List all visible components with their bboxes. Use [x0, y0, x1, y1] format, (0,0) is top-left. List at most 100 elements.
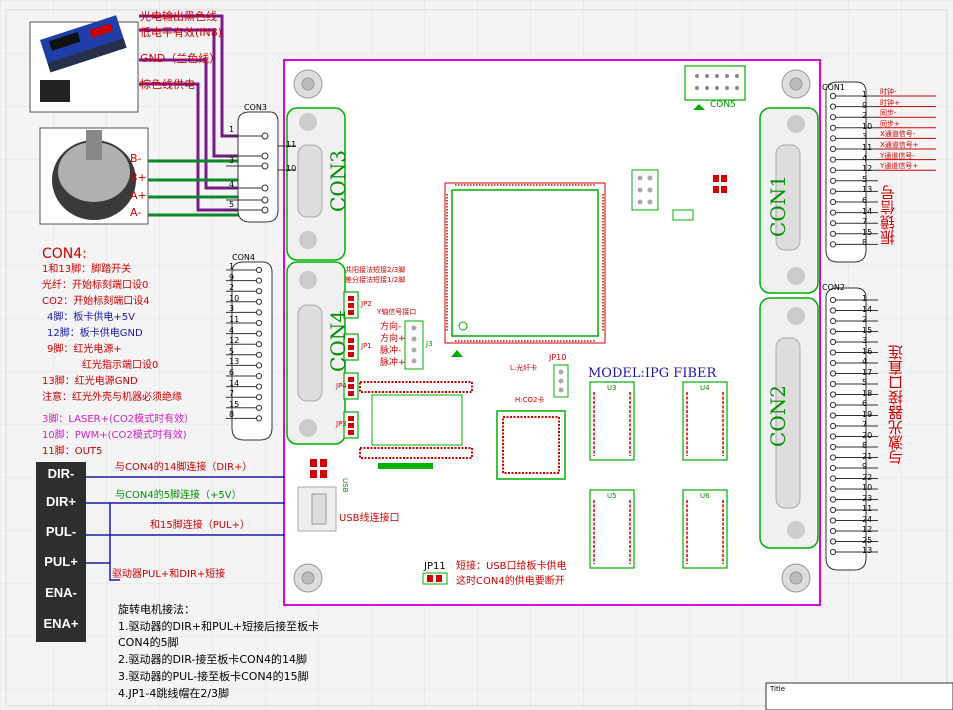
- con3-pin-11: 11: [286, 140, 297, 149]
- driver-note-dir-minus: 与CON4的14脚连接（DIR+）: [115, 462, 253, 473]
- con1-pin: 14: [862, 206, 873, 216]
- jp1-label: JP1: [361, 342, 372, 350]
- con1-pin: 11: [862, 143, 873, 152]
- con4-pin: 2: [229, 283, 235, 293]
- con1-pin: 5: [862, 174, 868, 184]
- con4-pin: 11: [229, 315, 240, 324]
- con1-pin: 3: [862, 132, 868, 142]
- con3-symbol-tag: CON3: [244, 103, 267, 112]
- motor-note-line: 4.JP1-4跳线帽在2/3脚: [118, 687, 230, 700]
- fiber-card-note: L:光纤卡: [510, 364, 538, 372]
- con1-pin: 8: [862, 238, 868, 248]
- con4-desc-title: CON4:: [42, 246, 87, 262]
- con2-pin: 9: [862, 462, 868, 471]
- con1-pin: 12: [862, 164, 873, 174]
- con1-pin: 1: [862, 90, 868, 99]
- con4-pin: 15: [229, 399, 240, 409]
- con4-desc-line: CO2：开始标刻端口设4: [42, 296, 150, 307]
- motor-note-line: 2.驱动器的DIR-接至板卡CON4的14脚: [118, 653, 307, 666]
- con1-signal-label: X通道信号-: [880, 130, 916, 139]
- con4-pin: 7: [229, 389, 235, 399]
- con3-pin-3: 3: [229, 156, 235, 165]
- encoder-wire-a-plus: A+: [130, 189, 147, 202]
- con1-signal-label: X通道信号+: [880, 141, 919, 149]
- encoder-wire-b-minus: B-: [130, 152, 142, 165]
- sensor-black-wire-note: 光电输出黑色线: [140, 10, 217, 23]
- jp2-label: JP2: [361, 300, 372, 308]
- encoder-wire-b-plus: B+: [130, 171, 147, 184]
- jp4-label: JP4: [336, 382, 347, 390]
- con2-pin: 10: [862, 483, 873, 492]
- driver-note-pul: 和15脚连接（PUL+）: [150, 520, 251, 531]
- con1-side-label: 振镜信号: [879, 185, 897, 245]
- con1-symbol-tag: CON1: [822, 83, 845, 92]
- con2-pin: 13: [862, 546, 873, 555]
- jp11-note-line1: 短接：USB口给板卡供电: [456, 561, 567, 572]
- ic-label-u6: U6: [700, 492, 710, 500]
- y-axis-pul-minus: 脉冲-: [380, 346, 402, 356]
- con2-pin: 23: [862, 493, 873, 503]
- con1-signal-label: 时钟+: [880, 98, 900, 107]
- y-axis-dir-plus: 方向+: [380, 334, 406, 344]
- con2-pin: 2: [862, 315, 868, 324]
- con2-pin: 19: [862, 409, 873, 419]
- encoder-wire-a-minus: A-: [130, 206, 142, 219]
- con1-pin: 2: [862, 111, 868, 121]
- con2-pin: 15: [862, 325, 873, 335]
- con1-pin: 10: [862, 121, 873, 131]
- con4-pin: 13: [229, 357, 240, 367]
- con2-symbol-tag: CON2: [822, 283, 845, 292]
- con2-pin: 5: [862, 378, 868, 387]
- driver-label-ena-minus: ENA-: [45, 585, 77, 600]
- stepper-driver-panel: DIR- DIR+ PUL- PUL+ ENA- ENA+: [36, 462, 86, 642]
- con4-desc-line: 4脚：板卡供电+5V: [47, 312, 135, 323]
- con2-side-label: 与激光器接口直连: [887, 345, 905, 465]
- con2-pin: 18: [862, 388, 873, 398]
- con2-label: CON2: [766, 385, 790, 447]
- con4-pin: 6: [229, 368, 235, 377]
- usb-port-label: USB线连接口: [339, 513, 400, 524]
- co2-card-note: H:CO2卡: [515, 396, 545, 404]
- con4-pin: 8: [229, 410, 235, 420]
- sensor-low-active-note: 低电平有效(IN8): [140, 26, 223, 39]
- driver-note-short: 驱动器PUL+和DIR+短接: [112, 569, 226, 580]
- con2-pin: 8: [862, 441, 868, 450]
- con1-signal-label: 时钟-: [880, 88, 897, 96]
- con4-desc-line: 光纤：开始标刻端口设0: [42, 280, 149, 291]
- sensor-gnd-note: GND（兰色线）: [140, 52, 221, 65]
- con4-desc-line: 红光指示端口设0: [82, 360, 159, 371]
- y-axis-note: Y轴信号接口: [377, 308, 417, 316]
- con4-desc-line: 13脚：红光电源GND: [42, 376, 138, 387]
- con4-pin: 1: [229, 262, 235, 271]
- driver-label-dir-minus: DIR-: [47, 466, 75, 481]
- con4-pin: 4: [229, 325, 235, 335]
- driver-label-pul-plus: PUL+: [44, 554, 78, 569]
- con3-pin-5: 5: [229, 200, 235, 209]
- con2-pin: 24: [862, 514, 873, 524]
- con2-pin: 11: [862, 504, 873, 513]
- con1-signal-label: 同步+: [880, 119, 900, 128]
- y-axis-pul-plus: 脉冲+: [380, 358, 406, 368]
- con2-pin: 22: [862, 472, 873, 482]
- con4-desc-line: 9脚：红光电源+: [47, 344, 122, 355]
- jp10-label: JP10: [549, 353, 567, 362]
- driver-label-dir-plus: DIR+: [46, 494, 76, 509]
- motor-note-line: 1.驱动器的DIR+和PUL+短接后接至板卡: [118, 620, 320, 633]
- con1-pin: 7: [862, 217, 868, 227]
- jp11-note-line2: 这时CON4的供电要断开: [456, 576, 565, 587]
- title-block-label: Title: [770, 685, 786, 693]
- con4-pin: 10: [229, 293, 240, 303]
- jp3-label: JP3: [336, 420, 347, 428]
- j3-label: J3: [426, 340, 433, 348]
- con1-pin: 4: [862, 153, 868, 163]
- con2-pin: 20: [862, 430, 873, 440]
- con1-pin: 13: [862, 185, 873, 195]
- jp-common-anode-note: 共阳接法短接2/3脚: [345, 266, 406, 274]
- con2-pin: 12: [862, 525, 873, 534]
- con1-pin: 15: [862, 227, 873, 237]
- jp11-label: JP11: [424, 561, 446, 572]
- con2-pin: 6: [862, 399, 868, 408]
- con2-pin: 16: [862, 346, 873, 356]
- con3-pin-10: 10: [286, 164, 297, 173]
